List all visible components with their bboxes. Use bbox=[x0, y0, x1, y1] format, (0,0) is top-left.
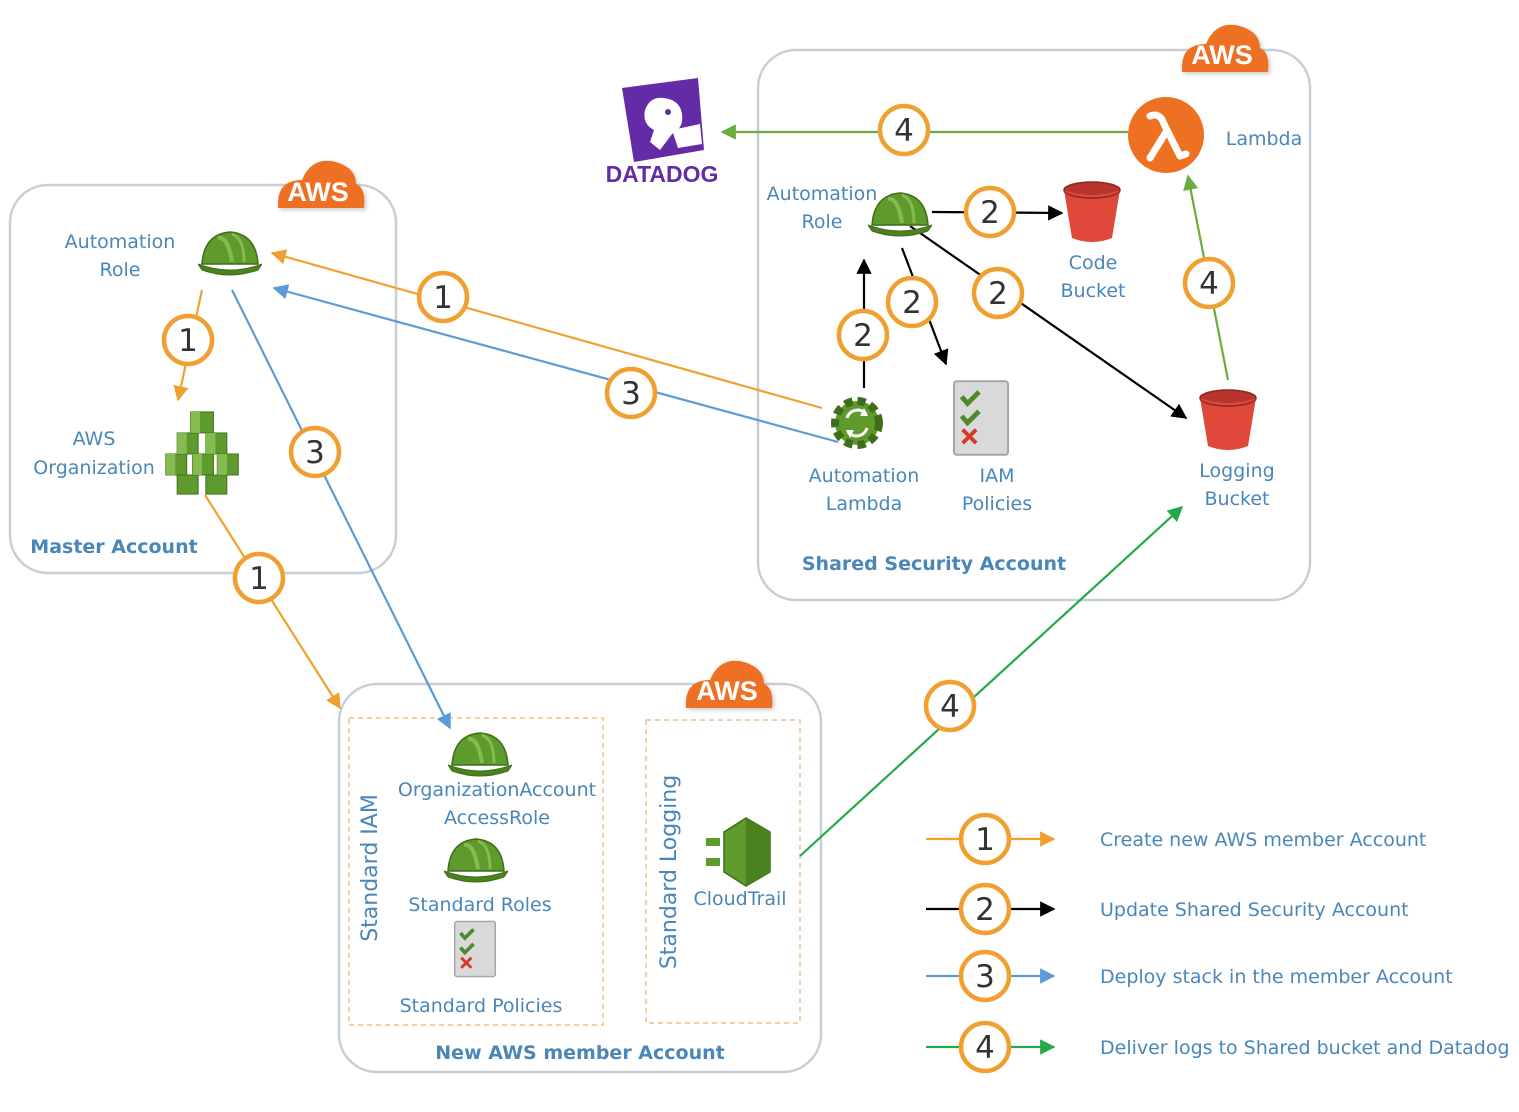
svg-text:1: 1 bbox=[433, 280, 453, 316]
svg-text:2: 2 bbox=[853, 318, 873, 354]
organization-label-1: AWS bbox=[73, 428, 116, 450]
legend-item: 2 Update Shared Security Account bbox=[926, 882, 1409, 936]
legend-item: 4 Deliver logs to Shared bucket and Datad… bbox=[926, 1020, 1510, 1074]
standard-logging-area bbox=[645, 719, 801, 1024]
cloudtrail-icon bbox=[706, 817, 771, 887]
aws-cloud-icon: AWS bbox=[277, 160, 365, 208]
iam-policies-label-2: Policies bbox=[962, 493, 1032, 515]
cloudtrail-label: CloudTrail bbox=[693, 888, 786, 910]
svg-text:4: 4 bbox=[975, 1030, 995, 1066]
legend-step-2-badge: 2 bbox=[958, 882, 1012, 936]
aws-cloud-icon: AWS bbox=[685, 660, 773, 708]
step-2-badge: 2 bbox=[971, 266, 1025, 320]
logging-bucket-label-2: Bucket bbox=[1205, 488, 1270, 510]
shared-security-account-box bbox=[756, 48, 1312, 602]
svg-text:2: 2 bbox=[975, 892, 995, 928]
legend-step-1-badge: 1 bbox=[958, 812, 1012, 866]
lambda-label: Lambda bbox=[1226, 128, 1303, 150]
step-2-badge: 2 bbox=[963, 185, 1017, 239]
svg-text:3: 3 bbox=[621, 376, 641, 412]
arrow-automation-lambda-to-master-role-blue bbox=[272, 284, 839, 444]
shared-role-label-2: Role bbox=[802, 211, 843, 233]
lambda-icon bbox=[1128, 97, 1204, 173]
svg-text:4: 4 bbox=[1199, 266, 1219, 302]
svg-text:AWS: AWS bbox=[287, 177, 349, 207]
organization-label-2: Organization bbox=[33, 457, 154, 479]
org-access-role-label-1: OrganizationAccount bbox=[398, 779, 596, 801]
legend-item: 1 Create new AWS member Account bbox=[926, 812, 1426, 866]
svg-text:3: 3 bbox=[975, 959, 995, 995]
master-account-title: Master Account bbox=[30, 536, 197, 558]
svg-text:4: 4 bbox=[940, 689, 960, 725]
step-1-badge: 1 bbox=[416, 270, 470, 324]
aws-cloud-icon: AWS bbox=[1181, 24, 1269, 72]
standard-logging-label: Standard Logging bbox=[657, 775, 682, 969]
svg-text:DATADOG: DATADOG bbox=[606, 161, 719, 187]
standard-iam-area bbox=[348, 717, 604, 1026]
step-1-badge: 1 bbox=[232, 551, 286, 605]
standard-iam-label: Standard IAM bbox=[358, 794, 383, 942]
svg-text:2: 2 bbox=[902, 285, 922, 321]
svg-text:2: 2 bbox=[988, 276, 1008, 312]
org-access-role-label-2: AccessRole bbox=[444, 807, 550, 829]
iam-policies-icon bbox=[954, 381, 1008, 454]
svg-text:3: 3 bbox=[305, 435, 325, 471]
master-role-label-1: Automation bbox=[65, 231, 176, 253]
step-1-badge: 1 bbox=[161, 313, 215, 367]
automation-lambda-label-1: Automation bbox=[809, 465, 920, 487]
arrow-cloudtrail-to-logging-bucket bbox=[799, 505, 1184, 857]
legend-label: Create new AWS member Account bbox=[1100, 829, 1426, 851]
code-bucket-label-1: Code bbox=[1069, 252, 1118, 274]
automation-lambda-gear-icon bbox=[831, 397, 883, 449]
svg-text:AWS: AWS bbox=[696, 676, 758, 706]
svg-text:AWS: AWS bbox=[1191, 40, 1253, 70]
master-role-label-2: Role bbox=[100, 259, 141, 281]
logging-bucket-label-1: Logging bbox=[1199, 460, 1274, 482]
step-2-badge: 2 bbox=[885, 275, 939, 329]
standard-policies-icon bbox=[452, 920, 498, 978]
step-3-badge: 3 bbox=[288, 425, 342, 479]
svg-text:1: 1 bbox=[178, 323, 198, 359]
legend: 1 Create new AWS member Account 2 Update Sh… bbox=[926, 812, 1510, 1074]
arrow-master-role-to-org-access-role bbox=[231, 289, 451, 730]
legend-step-4-badge: 4 bbox=[958, 1020, 1012, 1074]
datadog-logo: DATADOG bbox=[606, 78, 719, 187]
svg-text:2: 2 bbox=[980, 195, 1000, 231]
standard-roles-label: Standard Roles bbox=[408, 894, 551, 916]
arrow-automation-lambda-to-master-role bbox=[270, 249, 823, 410]
shared-role-label-1: Automation bbox=[767, 183, 878, 205]
legend-step-3-badge: 3 bbox=[958, 949, 1012, 1003]
step-2-badge: 2 bbox=[836, 308, 890, 362]
legend-label: Update Shared Security Account bbox=[1100, 899, 1409, 921]
step-4-badge: 4 bbox=[1182, 256, 1236, 310]
shared-account-title: Shared Security Account bbox=[802, 553, 1066, 575]
svg-text:1: 1 bbox=[249, 561, 269, 597]
master-account-box bbox=[8, 183, 398, 575]
svg-text:1: 1 bbox=[975, 822, 995, 858]
step-3-badge: 3 bbox=[604, 366, 658, 420]
svg-text:4: 4 bbox=[894, 113, 914, 149]
logging-bucket-icon bbox=[1199, 389, 1257, 451]
legend-label: Deploy stack in the member Account bbox=[1100, 966, 1453, 988]
legend-item: 3 Deploy stack in the member Account bbox=[926, 949, 1453, 1003]
legend-label: Deliver logs to Shared bucket and Datado… bbox=[1100, 1037, 1510, 1059]
code-bucket-icon bbox=[1063, 181, 1121, 243]
standard-policies-label: Standard Policies bbox=[400, 995, 563, 1017]
step-4-badge: 4 bbox=[877, 103, 931, 157]
step-4-badge: 4 bbox=[923, 679, 977, 733]
automation-lambda-label-2: Lambda bbox=[826, 493, 903, 515]
arrow-role-to-logging-bucket bbox=[909, 225, 1188, 419]
arrow-organization-to-member bbox=[204, 494, 341, 710]
member-account-title: New AWS member Account bbox=[435, 1042, 724, 1064]
code-bucket-label-2: Bucket bbox=[1061, 280, 1126, 302]
iam-policies-label-1: IAM bbox=[980, 465, 1015, 487]
